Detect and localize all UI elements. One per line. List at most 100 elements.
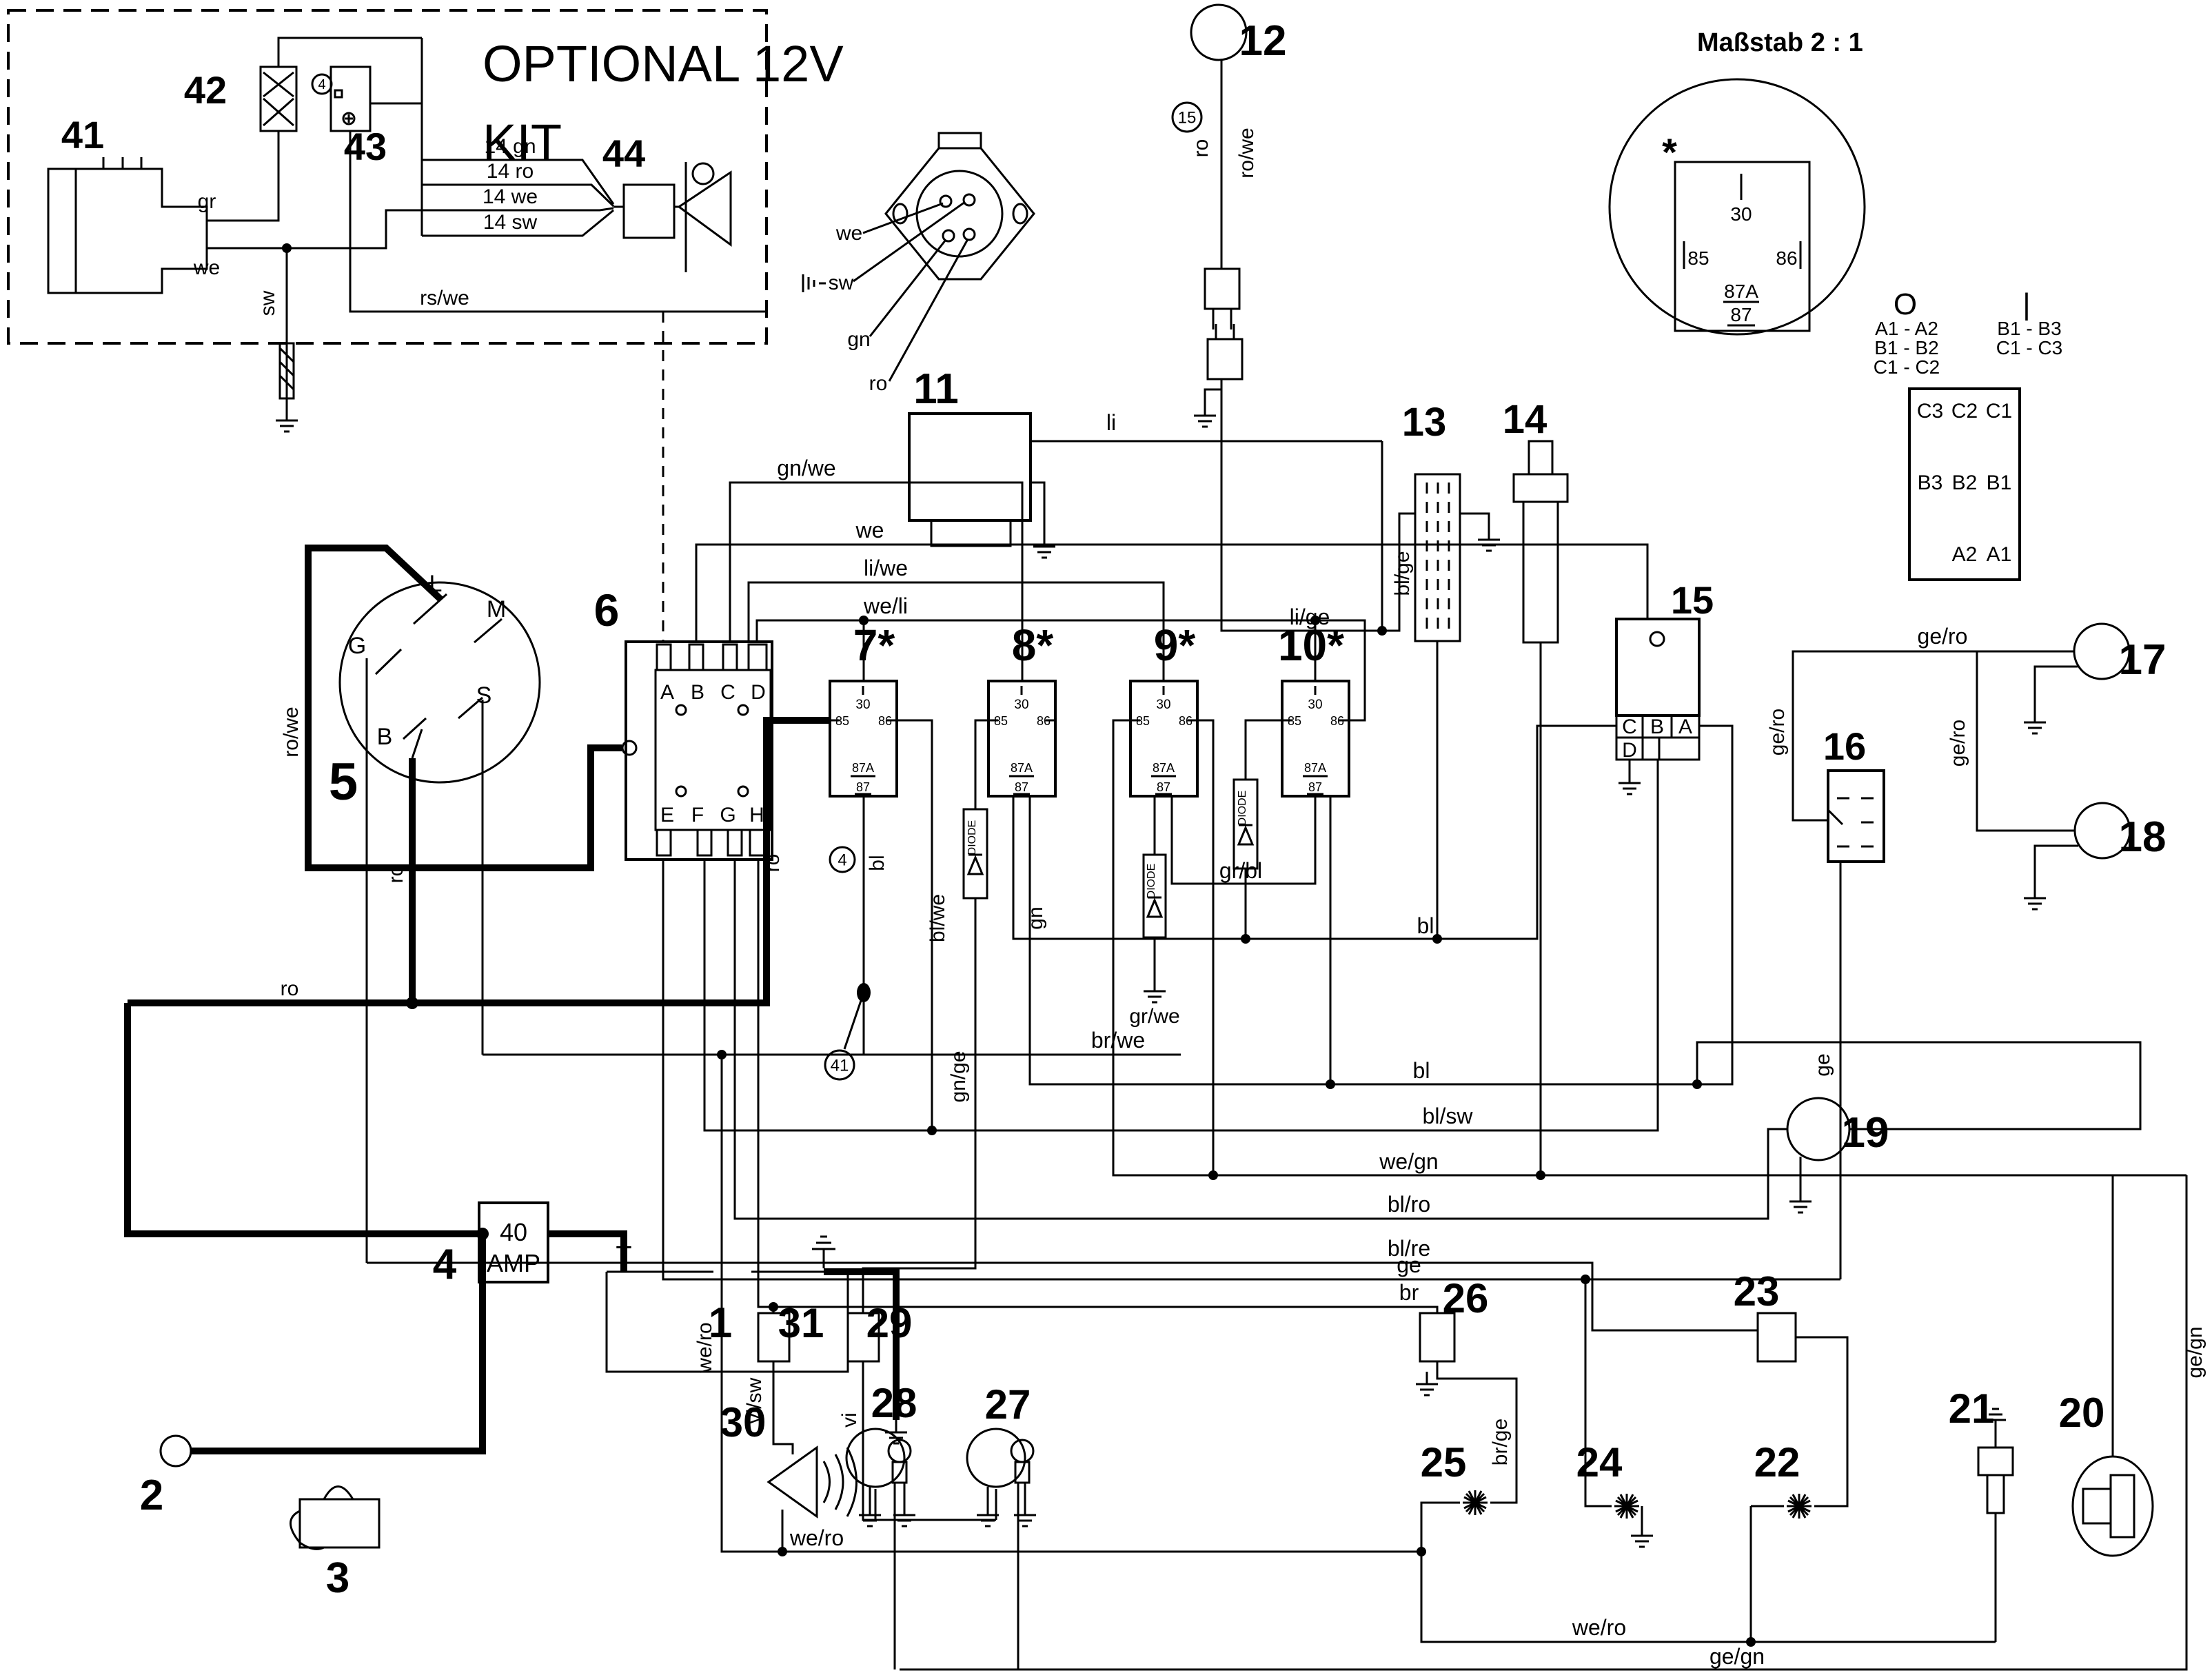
component-number: 20 xyxy=(2059,1390,2105,1436)
component-number: 19 xyxy=(1842,1109,1889,1157)
wire-label: 14 we xyxy=(483,185,538,208)
lamp-17-icon xyxy=(2073,622,2131,680)
wire-label: vi xyxy=(838,1412,861,1428)
wire-label: ro xyxy=(281,977,299,1000)
wire-label: rs/we xyxy=(420,287,469,309)
terminal-letter: A xyxy=(660,681,674,704)
wire-label: ro xyxy=(1190,139,1212,158)
wire-label: 14 gn xyxy=(484,135,536,158)
relay-pin: 30 xyxy=(855,698,870,712)
relay-pin: 86 xyxy=(1179,714,1193,728)
relay-detail-text: 85 xyxy=(1687,247,1709,269)
switch-16 xyxy=(1827,769,1885,863)
wire-label: sw xyxy=(829,272,854,294)
component-number: 17 xyxy=(2119,636,2167,684)
table-text: C1 xyxy=(1986,400,2012,423)
component-number: 30 xyxy=(720,1399,767,1445)
component-number: 1 xyxy=(709,1299,732,1347)
diode-label: DIODE xyxy=(966,820,978,855)
relay-detail-text: 87 xyxy=(1730,304,1752,325)
terminal-letter: 40 xyxy=(500,1218,527,1246)
relay-pin: 85 xyxy=(835,714,849,728)
junction-dots xyxy=(406,616,1756,1647)
component-number: 7* xyxy=(853,620,895,670)
wire-label: gn xyxy=(1024,906,1047,929)
relay-pin: 87 xyxy=(856,780,870,794)
table-text: C2 xyxy=(1951,400,1978,423)
wire-label: ge/ro xyxy=(1918,624,1968,649)
wire-label: we/ro xyxy=(693,1322,716,1373)
wire-label: bl/ge xyxy=(1391,551,1414,596)
relay-pin: 87A xyxy=(1304,761,1326,775)
relay-pin: 87A xyxy=(1153,761,1175,775)
terminal-letter: M xyxy=(487,596,506,622)
component-number: 23 xyxy=(1734,1268,1780,1314)
wire-label: we/ro xyxy=(789,1525,844,1550)
relay-pin: 87A xyxy=(852,761,874,775)
component-number: 27 xyxy=(985,1381,1031,1428)
component-number: 13 xyxy=(1402,400,1447,445)
wire-label: gn/we xyxy=(777,456,835,480)
component-number: 6 xyxy=(594,585,620,636)
relay-pin: 87 xyxy=(1308,780,1322,794)
wire-label: bl/ro xyxy=(1388,1192,1430,1217)
terminal-letter: F xyxy=(691,804,704,826)
table-text: A1 - A2 xyxy=(1875,318,1938,339)
headlamp-28-icon xyxy=(845,1428,912,1488)
wire-label: we/li xyxy=(863,593,908,618)
wire-label: ro xyxy=(869,372,888,395)
table-text: C3 xyxy=(1917,400,1943,423)
wire-label: bl xyxy=(866,855,889,871)
component-number: 31 xyxy=(778,1300,824,1346)
circled-ref xyxy=(829,846,856,873)
relay-pin: 30 xyxy=(1308,698,1322,712)
table-text: O xyxy=(1894,287,1917,321)
wire-label: bl xyxy=(1413,1058,1430,1083)
component-number: 42 xyxy=(184,68,227,112)
terminal-letter: E xyxy=(660,804,674,826)
wire-label: we xyxy=(835,222,862,245)
kit-title: OPTIONAL 12V xyxy=(483,35,844,92)
terminal-letter: B xyxy=(691,681,704,704)
wire-label: gr/bl xyxy=(1219,858,1262,883)
circled-ref xyxy=(311,73,333,95)
wire-label: ge xyxy=(1812,1053,1834,1076)
switch-26-icon xyxy=(1419,1312,1456,1363)
wire-label: ge/gn xyxy=(2184,1326,2206,1378)
wire-label: gn/ge xyxy=(947,1050,970,1102)
circled-ref xyxy=(824,1049,855,1081)
component-number: 25 xyxy=(1421,1439,1467,1485)
wire-label: ge/ro xyxy=(1947,720,1969,767)
component-number: 41 xyxy=(61,113,104,156)
component-number: 14 xyxy=(1503,397,1548,442)
terminal-letter: C xyxy=(720,681,735,704)
wire-label: ro xyxy=(385,865,407,884)
terminal-letter: G xyxy=(720,804,735,826)
relay-detail-text: * xyxy=(1662,130,1677,174)
wire-label: ge/gn xyxy=(1709,1644,1765,1669)
relay-pin: 86 xyxy=(878,714,892,728)
terminal-letter: B xyxy=(1650,715,1664,738)
wire-label: we xyxy=(855,518,884,542)
relay-detail-text: 86 xyxy=(1776,247,1797,269)
diode-label: DIODE xyxy=(1146,864,1157,899)
terminal-letter: A xyxy=(1678,715,1692,738)
terminal-grid-box xyxy=(1908,387,2021,581)
harness-wires xyxy=(128,481,2188,1671)
terminal-letter: H xyxy=(749,804,764,826)
component-number: 5 xyxy=(329,753,358,811)
terminal-letter: S xyxy=(476,682,492,709)
terminal-letter: + xyxy=(615,1230,633,1264)
bulb-stars xyxy=(1463,1490,1812,1519)
headlamp-27-icon xyxy=(966,1428,1035,1488)
ignition-switch-5 xyxy=(305,545,638,1263)
terminal-2-icon xyxy=(159,1234,486,1468)
component-number: 12 xyxy=(1239,17,1287,65)
table-text: B2 xyxy=(1952,471,1978,494)
circled-ref xyxy=(1171,101,1203,133)
wire-label: 14 sw xyxy=(483,211,538,234)
terminal-letter: D xyxy=(751,681,766,704)
wire-label: bl/re xyxy=(1388,1236,1430,1261)
wire-label: ro/we xyxy=(280,707,303,757)
sensor-14 xyxy=(1512,440,1569,1175)
